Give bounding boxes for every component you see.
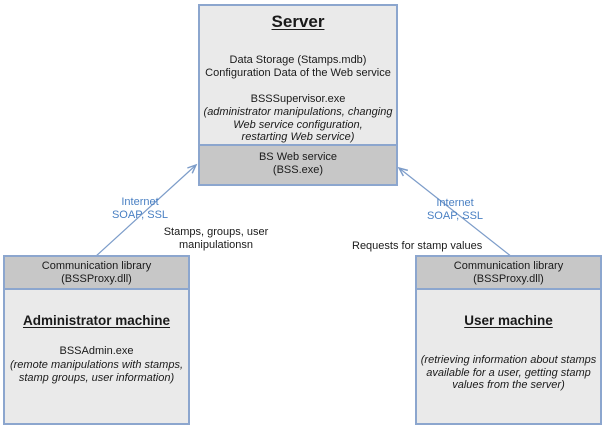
user-machine-box: Communication library (BSSProxy.dll) Use… bbox=[415, 255, 602, 425]
server-storage-text: Data Storage (Stamps.mdb) Configuration … bbox=[205, 54, 391, 79]
admin-machine-body: Administrator machine BSSAdmin.exe (remo… bbox=[5, 313, 188, 384]
user-machine-title: User machine bbox=[464, 313, 553, 328]
admin-machine-box: Communication library (BSSProxy.dll) Adm… bbox=[3, 255, 190, 425]
server-title: Server bbox=[271, 12, 325, 31]
server-supervisor-exe: BSSSupervisor.exe bbox=[250, 93, 346, 105]
server-main-section: Server Data Storage (Stamps.mdb) Configu… bbox=[200, 6, 396, 144]
admin-comm-library-header: Communication library (BSSProxy.dll) bbox=[5, 257, 188, 290]
right-flow-label: Requests for stamp values bbox=[352, 240, 483, 252]
admin-machine-title: Administrator machine bbox=[22, 313, 171, 328]
right-protocol-label: Internet SOAP, SSL bbox=[426, 197, 484, 222]
server-box: Server Data Storage (Stamps.mdb) Configu… bbox=[198, 4, 398, 186]
bs-web-service-section: BS Web service (BSS.exe) bbox=[200, 144, 396, 184]
user-machine-body: User machine (retrieving information abo… bbox=[417, 313, 600, 392]
left-flow-label: Stamps, groups, user manipulationsn bbox=[163, 226, 269, 251]
left-protocol-label: Internet SOAP, SSL bbox=[111, 196, 169, 221]
admin-machine-note: (remote manipulations with stamps, stamp… bbox=[9, 359, 183, 384]
server-supervisor-note: (administrator manipulations, changing W… bbox=[203, 106, 393, 143]
user-comm-library-header: Communication library (BSSProxy.dll) bbox=[417, 257, 600, 290]
admin-machine-exe: BSSAdmin.exe bbox=[59, 345, 134, 357]
user-machine-note: (retrieving information about stamps ava… bbox=[420, 354, 597, 391]
